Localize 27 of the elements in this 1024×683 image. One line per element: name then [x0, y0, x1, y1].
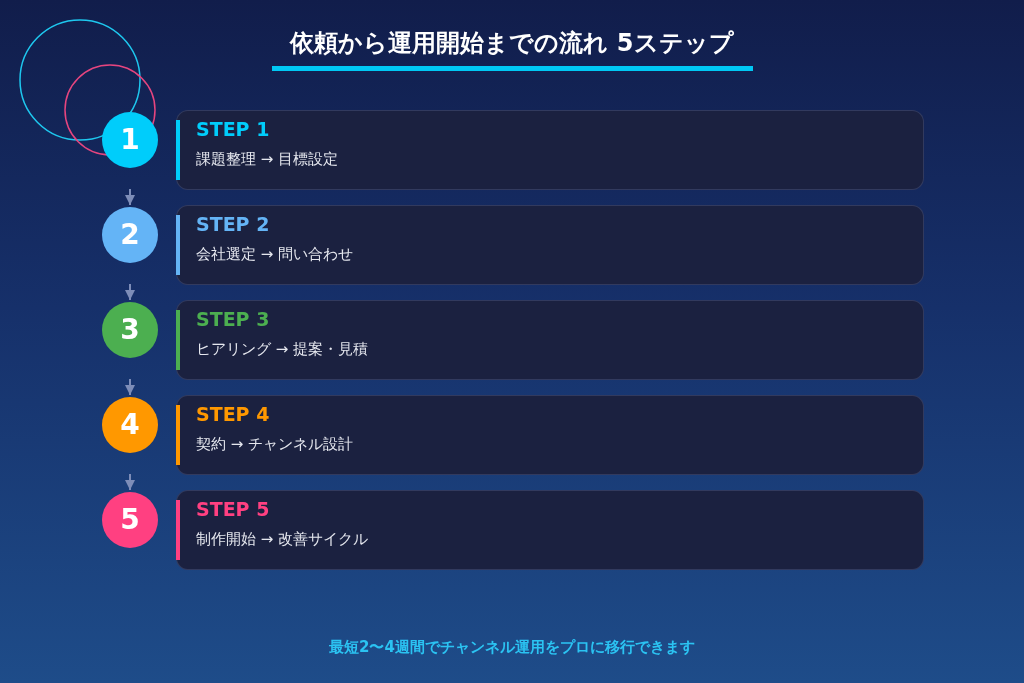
caption: 最短2〜4週間でチャンネル運用をプロに移行できます [329, 638, 695, 656]
step-number: 2 [120, 219, 140, 251]
step-number-circle [102, 302, 158, 358]
step-number-circle [102, 112, 158, 168]
step-number: 5 [120, 504, 140, 536]
step-heading: STEP 3 [196, 307, 270, 332]
step-description: 会社選定 → 問い合わせ [196, 244, 354, 265]
step-card [176, 205, 924, 285]
step-number: 3 [120, 314, 140, 346]
step-card [176, 300, 924, 380]
step-number: 4 [120, 409, 140, 441]
step-heading: STEP 2 [196, 212, 270, 237]
step-number-circle [102, 207, 158, 263]
step-description: 課題整理 → 目標設定 [196, 149, 339, 170]
step-heading: STEP 4 [196, 402, 270, 427]
step-number-circle [102, 397, 158, 453]
step-heading: STEP 1 [196, 117, 270, 142]
title: 依頼から運用開始までの流れ 5ステップ [290, 29, 734, 57]
step-description: ヒアリング → 提案・見積 [196, 339, 369, 360]
step-card [176, 395, 924, 475]
step-card [176, 110, 924, 190]
step-description: 制作開始 → 改善サイクル [196, 529, 369, 550]
step-number-circle [102, 492, 158, 548]
step-description: 契約 → チャンネル設計 [196, 434, 354, 455]
step-heading: STEP 5 [196, 497, 270, 522]
step-number: 1 [120, 124, 140, 156]
step-card [176, 490, 924, 570]
